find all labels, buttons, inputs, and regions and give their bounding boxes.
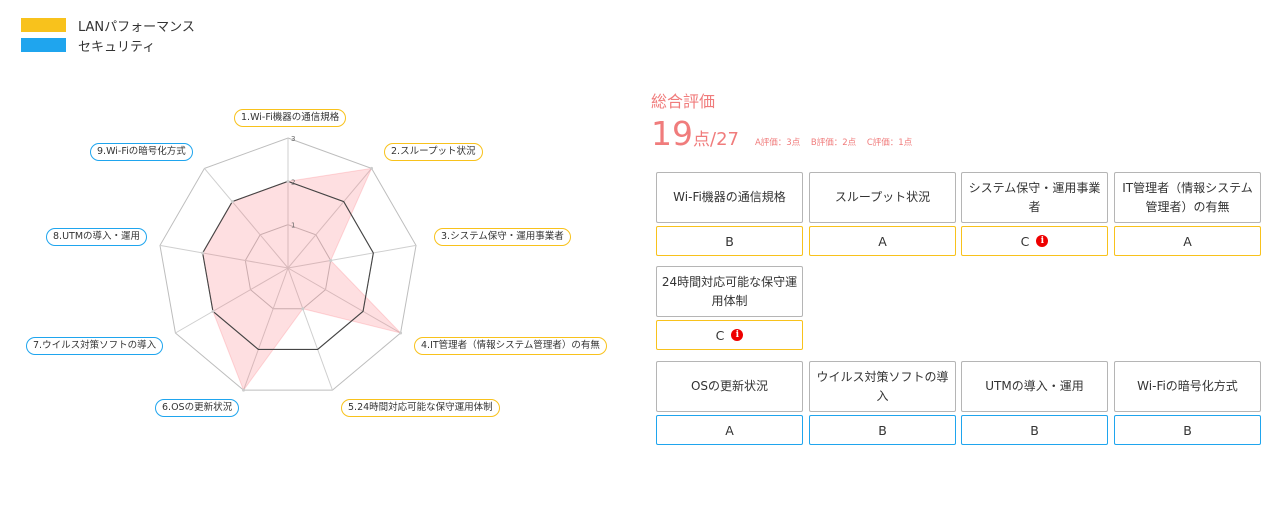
- grade-value: C: [715, 327, 725, 343]
- tick-label-1: 1: [291, 222, 295, 230]
- evaluation-card-6: OSの更新状況 A: [656, 361, 803, 445]
- grid-ring-1: [244, 224, 332, 310]
- card-grade: A: [656, 415, 803, 445]
- axis-label-2: 2.スループット状況: [384, 143, 483, 161]
- grade-value: B: [1030, 422, 1039, 438]
- grade-value: B: [878, 422, 887, 438]
- chart-legend: LANパフォーマンス セキュリティ: [21, 15, 195, 55]
- grade-value: B: [1183, 422, 1192, 438]
- card-grade: B: [809, 415, 956, 445]
- info-icon[interactable]: i: [1036, 235, 1049, 247]
- axis-spoke-3: [287, 244, 417, 269]
- grade-value: B: [725, 233, 734, 249]
- axis-label-1: 1.Wi-Fi機器の通信規格: [234, 109, 347, 127]
- axis-spoke-2: [287, 168, 372, 269]
- card-grade: B: [656, 226, 803, 256]
- legend-label-security: セキュリティ: [78, 39, 156, 55]
- data-point-1: [286, 179, 290, 183]
- axis-label-3: 3.システム保守・運用事業者: [434, 228, 571, 246]
- data-point-2: [370, 166, 374, 170]
- total-score: 19: [651, 114, 693, 153]
- card-grade: A: [1114, 226, 1261, 256]
- card-title: Wi-Fi機器の通信規格: [656, 172, 803, 223]
- radar-chart: 1 2 3: [159, 135, 417, 392]
- axis-spoke-8: [159, 244, 289, 269]
- card-grade: A: [809, 226, 956, 256]
- data-point-9: [230, 200, 234, 204]
- evaluation-card-1: Wi-Fi機器の通信規格 B: [656, 172, 803, 256]
- grade-value: A: [878, 233, 887, 249]
- card-title: Wi-Fiの暗号化方式: [1114, 361, 1261, 412]
- grid-ring-3: [159, 137, 417, 391]
- data-point-6: [242, 388, 246, 392]
- data-point-7: [211, 309, 215, 313]
- grade-legend: A評価：3点 B評価：2点 C評価：1点: [755, 136, 920, 148]
- info-icon[interactable]: i: [731, 329, 744, 341]
- grade-value: A: [725, 422, 734, 438]
- axis-label-6: 6.OSの更新状況: [155, 399, 240, 417]
- card-title: IT管理者（情報システム管理者）の有無: [1114, 172, 1261, 223]
- card-title: 24時間対応可能な保守運用体制: [656, 266, 803, 317]
- card-grade: B: [1114, 415, 1261, 445]
- axis-spoke-9: [204, 168, 289, 269]
- evaluation-card-4: IT管理者（情報システム管理者）の有無 A: [1114, 172, 1261, 256]
- legend-swatch-lan: [21, 18, 66, 32]
- grade-legend-c: C評価：1点: [866, 138, 913, 148]
- axis-spoke-7: [175, 267, 289, 334]
- card-title: システム保守・運用事業者: [961, 172, 1108, 223]
- grade-value: A: [1183, 233, 1192, 249]
- evaluation-card-7: ウイルス対策ソフトの導入 B: [809, 361, 956, 445]
- score-max: /27: [710, 129, 739, 150]
- tick-label-3: 3: [291, 135, 295, 143]
- axis-label-8: 8.UTMの導入・運用: [46, 228, 148, 246]
- card-title: OSの更新状況: [656, 361, 803, 412]
- grade-legend-b: B評価：2点: [810, 138, 857, 148]
- score-unit: 点: [693, 130, 710, 150]
- summary-title: 総合評価: [651, 92, 716, 111]
- data-point-3: [329, 258, 333, 262]
- data-point-8: [201, 251, 205, 255]
- card-grade: B: [961, 415, 1108, 445]
- evaluation-card-2: スループット状況 A: [809, 172, 956, 256]
- axis-spoke-6: [243, 267, 289, 391]
- card-title: スループット状況: [809, 172, 956, 223]
- legend-label-lan: LANパフォーマンス: [78, 19, 195, 35]
- evaluation-card-8: UTMの導入・運用 B: [961, 361, 1108, 445]
- tick-label-2: 2: [291, 178, 295, 186]
- axis-spoke-4: [287, 267, 401, 334]
- evaluation-card-9: Wi-Fiの暗号化方式 B: [1114, 361, 1261, 445]
- card-title: ウイルス対策ソフトの導入: [809, 361, 956, 412]
- axis-spoke-5: [287, 267, 333, 391]
- legend-item-security[interactable]: セキュリティ: [21, 35, 195, 55]
- grade-value: C: [1020, 233, 1030, 249]
- axis-label-4: 4.IT管理者（情報システム管理者）の有無: [414, 337, 607, 355]
- grade-legend-a: A評価：3点: [754, 138, 801, 148]
- legend-swatch-security: [21, 38, 66, 52]
- score-line: 19 点 /27 A評価：3点 B評価：2点 C評価：1点: [651, 114, 920, 154]
- card-title: UTMの導入・運用: [961, 361, 1108, 412]
- data-point-4: [399, 331, 403, 335]
- legend-item-lan[interactable]: LANパフォーマンス: [21, 15, 195, 35]
- axis-label-5: 5.24時間対応可能な保守運用体制: [341, 399, 500, 417]
- axis-label-9: 9.Wi-Fiの暗号化方式: [90, 143, 193, 161]
- axis-label-7: 7.ウイルス対策ソフトの導入: [26, 337, 164, 355]
- grid-ring-highlight: [202, 180, 374, 350]
- data-point-5: [301, 307, 305, 311]
